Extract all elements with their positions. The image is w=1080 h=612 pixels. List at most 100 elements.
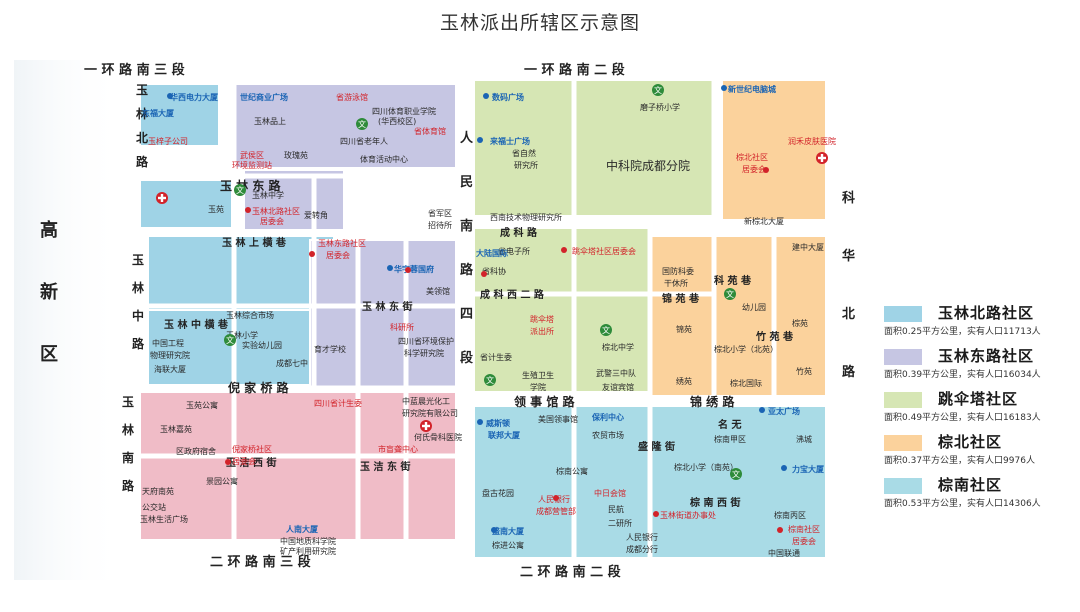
place-label-weisite[interactable]: 威斯顿 [486, 418, 510, 428]
place-label-renmin-bank2[interactable]: 人民银行 [626, 532, 658, 542]
place-label-jingyuan-gongyu[interactable]: 景园公寓 [206, 476, 238, 486]
district-zongbei-a[interactable] [721, 79, 827, 221]
place-label-xueyuan[interactable]: 学院 [530, 382, 546, 392]
place-label-zongnan-jiayuan[interactable]: 棕南甲区 [714, 434, 746, 444]
place-label-shengkexie[interactable]: 省科协 [482, 266, 506, 276]
place-label-paichusuo[interactable]: 派出所 [530, 326, 554, 336]
place-label-quzheng[interactable]: 区政府宿舍 [176, 446, 216, 456]
place-label-runtian[interactable]: 润禾皮肤医院 [788, 136, 836, 146]
place-label-minhang[interactable]: 民航 [608, 504, 624, 514]
place-label-sc-danwei[interactable]: 四川省计生委 [314, 398, 362, 408]
place-label-aizhuan[interactable]: 爱转角 [304, 210, 328, 220]
district-yulin-north-b[interactable] [139, 179, 233, 229]
place-label-jiaoyuyuan[interactable]: 育才学校 [314, 344, 346, 354]
place-label-shengdian[interactable]: 省电子所 [498, 246, 530, 256]
place-label-meiguo[interactable]: 美国领事馆 [538, 414, 578, 424]
place-label-zongbei-primary[interactable]: 棕北小学（北苑） [714, 344, 778, 354]
place-label-wuhou[interactable]: 武侯区 [240, 150, 264, 160]
place-label-huahuayuan[interactable]: 华宇蓉国府 [394, 264, 434, 274]
place-label-huaxi-power[interactable]: 华西电力大厦 [170, 92, 219, 102]
place-label-century-plaza[interactable]: 世纪商业广场 [240, 92, 288, 102]
place-label-tiaosanta-community[interactable]: 跳伞塔社区居委会 [572, 246, 636, 256]
place-label-meiguiyuan[interactable]: 玫瑰苑 [284, 150, 308, 160]
place-label-dalu[interactable]: 大陆国际 [476, 248, 508, 258]
place-label-zongyuan[interactable]: 棕苑 [792, 318, 808, 328]
place-label-huaxi-campus[interactable]: (华西校区) [378, 116, 416, 126]
place-label-huanjing[interactable]: 环境监测站 [232, 160, 272, 170]
place-label-xinshiji[interactable]: 新世纪电脑城 [728, 84, 776, 94]
place-label-zongnan-community[interactable]: 棕南社区 [788, 524, 820, 534]
place-label-zongbei-intl[interactable]: 棕北国际 [730, 378, 762, 388]
place-label-jingyuan-name[interactable]: 锦苑 [676, 324, 692, 334]
place-label-zhongguo[interactable]: 中国工程 [152, 338, 184, 348]
place-label-yulin-life[interactable]: 玉林生活广场 [140, 514, 188, 524]
place-label-meiyuan[interactable]: 美领馆 [426, 286, 450, 296]
place-label-shengyou[interactable]: 省游泳馆 [336, 92, 368, 102]
place-label-shengziran[interactable]: 省自然 [512, 148, 536, 158]
place-label-yulin-bei-community[interactable]: 玉林北路社区 [252, 206, 300, 216]
place-label-gongjiaozhan[interactable]: 公交站 [142, 502, 166, 512]
district-south-west[interactable] [139, 391, 457, 541]
place-label-yuyuan-gongyu[interactable]: 玉苑公寓 [186, 400, 218, 410]
place-label-xiuxiusuo[interactable]: 干休所 [664, 278, 688, 288]
place-label-yuzi[interactable]: 玉梓子公司 [148, 136, 188, 146]
place-label-yanjiu[interactable]: 研究院有限公司 [402, 408, 458, 418]
place-label-yulin-jiayuan[interactable]: 玉林嘉苑 [160, 424, 192, 434]
place-label-zhonglan[interactable]: 中蓝晨光化工 [402, 396, 450, 406]
place-label-shuma[interactable]: 数码广场 [492, 92, 524, 102]
place-label-panlong[interactable]: 盘古花园 [482, 488, 514, 498]
place-label-juweihui2[interactable]: 居委会 [326, 250, 350, 260]
place-label-juweihui3[interactable]: 居委会 [232, 456, 256, 466]
place-label-tiaosanta-police[interactable]: 跳伞塔 [530, 314, 554, 324]
place-label-zongbei-middle[interactable]: 棕北中学 [602, 342, 634, 352]
place-label-tiyu[interactable]: 省体育馆 [414, 126, 446, 136]
place-label-shengzhi[interactable]: 生殖卫生 [522, 370, 554, 380]
place-label-xinzongbei[interactable]: 新棕北大厦 [744, 216, 784, 226]
place-label-chengdu-branch[interactable]: 成都分行 [626, 544, 658, 554]
place-label-shengnan[interactable]: 盛南大厦 [492, 526, 525, 536]
place-label-lianhe[interactable]: 联邦大厦 [488, 430, 521, 440]
district-yulin-north-a[interactable] [139, 83, 220, 147]
place-label-chengxie[interactable]: 成都七中 [276, 358, 308, 368]
place-label-guofang[interactable]: 国防科委 [662, 266, 694, 276]
place-label-juweihui[interactable]: 居委会 [260, 216, 284, 226]
place-label-sc-school[interactable]: 四川体育职业学院 [372, 106, 436, 116]
place-label-kuangchan[interactable]: 矿产利用研究院 [280, 546, 336, 556]
place-label-hexin[interactable]: 何氏骨科医院 [414, 432, 462, 442]
place-label-kexue[interactable]: 科学研究院 [404, 348, 444, 358]
place-label-yataiguangchang[interactable]: 亚太广场 [768, 406, 800, 416]
place-label-zongnan-gongyu[interactable]: 棕南公寓 [556, 466, 588, 476]
place-label-yulin-street-office[interactable]: 玉林街道办事处 [660, 510, 716, 520]
place-label-shengjisheng[interactable]: 省计生委 [480, 352, 512, 362]
place-label-zhongguo-dizhi[interactable]: 中国地质科学院 [280, 536, 336, 546]
place-label-dongfu[interactable]: 东福大厦 [142, 108, 175, 118]
place-label-zongjin[interactable]: 棕进公寓 [492, 540, 524, 550]
place-label-juweihui4[interactable]: 居委会 [742, 164, 766, 174]
place-label-nijia-community[interactable]: 倪家桥社区 [232, 444, 272, 454]
place-label-cheng[interactable]: 沸城 [796, 434, 812, 444]
place-label-keyan[interactable]: 科研所 [390, 322, 414, 332]
place-label-youyi[interactable]: 友谊宾馆 [602, 382, 634, 392]
place-label-wujing[interactable]: 武警三中队 [596, 368, 636, 378]
place-label-zhaodaisuo[interactable]: 招待所 [428, 220, 452, 230]
place-label-laifushi[interactable]: 来福士广场 [489, 136, 530, 146]
place-label-yuyuan[interactable]: 玉苑 [208, 204, 224, 214]
place-label-zhongkeyuan[interactable]: 中科院成都分院 [606, 158, 690, 173]
place-label-yulin-pin[interactable]: 玉林品上 [254, 116, 286, 126]
place-label-wulisuo[interactable]: 物理研究院 [150, 350, 190, 360]
place-label-yulin-middle-school[interactable]: 玉林中学 [252, 190, 284, 200]
place-label-zhonri[interactable]: 中日会馆 [594, 488, 626, 498]
place-label-baoli[interactable]: 保利中心 [591, 412, 624, 422]
place-label-shengfeng[interactable]: 省军区 [428, 208, 452, 218]
place-label-zongnan-yiqu[interactable]: 棕南丙区 [774, 510, 806, 520]
place-label-yanjiusuo[interactable]: 研究所 [514, 160, 538, 170]
place-label-liantong[interactable]: 中国联通 [768, 548, 800, 558]
place-label-libao[interactable]: 力宝大厦 [792, 464, 825, 474]
place-label-juweihui5[interactable]: 居委会 [792, 536, 816, 546]
place-label-jianzhong[interactable]: 建中大厦 [792, 242, 824, 252]
place-label-laonian[interactable]: 四川省老年人 [340, 136, 388, 146]
place-label-ersuo[interactable]: 二研所 [608, 518, 632, 528]
district-yulin-east-c[interactable] [309, 239, 457, 391]
place-label-shijie[interactable]: 市盲聋中心 [378, 444, 418, 454]
place-label-moziqiao[interactable]: 磨子桥小学 [640, 102, 680, 112]
